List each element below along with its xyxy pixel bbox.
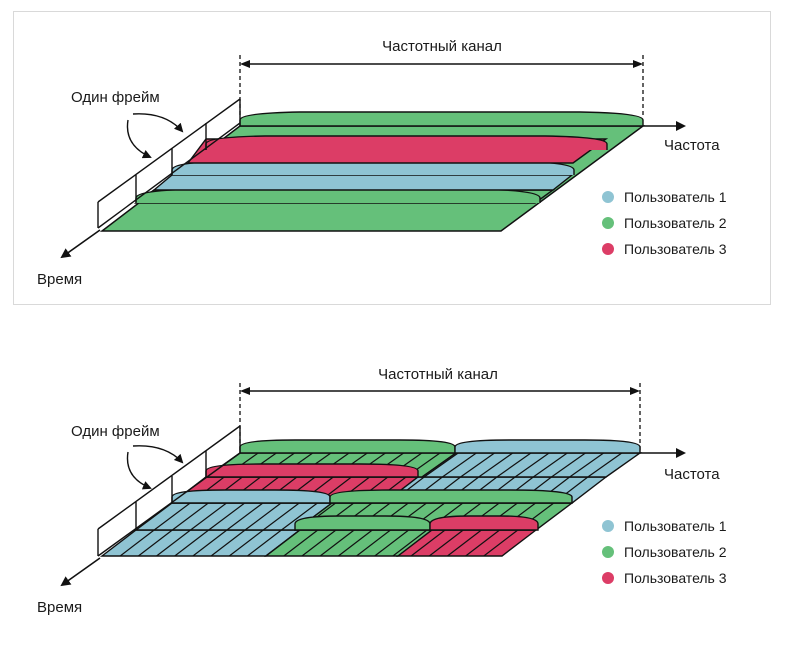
frame-arrow-lower [126,119,152,159]
bottom-diagram: Частотный канал Частота Время Один фрейм [37,366,727,616]
channel-label: Частотный канал [382,38,502,55]
grid-segment [419,452,643,478]
frame-label: Один фрейм [71,423,160,440]
user2-top-strip [239,111,644,126]
grid-hatch-line [244,502,282,531]
legend-user1-dot [602,191,614,203]
grid-hatch-line [265,529,301,557]
grid-hatch-line [281,502,318,531]
time-axis-arrow [60,229,101,259]
bracket-left-arrow-icon [240,387,250,395]
grid-hatch-line [262,502,300,531]
grid-hatch-line [319,529,355,557]
frame-fence [97,98,241,229]
user3-bump [205,463,419,478]
grid-hatch-line [301,529,337,557]
legend-user3-dot [602,572,614,584]
grid-hatch-line [337,529,373,557]
time-axis-arrow [60,557,101,587]
bracket-right-arrow-icon [630,387,640,395]
legend: Пользователь 1 Пользователь 2 Пользовате… [602,189,727,257]
grid-hatch-line [172,502,209,531]
grid-hatch-line [483,529,519,557]
legend-user2-dot [602,217,614,229]
legend-user3-dot [602,243,614,255]
grid-hatch-line [228,529,264,557]
grid-hatch-line [137,529,173,557]
grid-hatch-line [551,452,586,478]
grid-hatch-line [119,529,155,557]
time-axis-label: Время [37,271,82,288]
grid-hatch-line [460,452,495,478]
frame-arrow-upper [132,445,184,464]
user3-strip [186,135,609,164]
grid-hatch-line [465,529,501,557]
user3-bump-front [429,515,539,531]
frame-fence [97,425,241,557]
grid-hatch-line [210,529,246,557]
legend: Пользователь 1 Пользователь 2 Пользовате… [602,518,727,586]
legend-user2-label: Пользователь 2 [624,544,727,560]
user1-bump-mid [171,489,331,504]
grid-hatch-line [423,452,459,478]
grid-hatch-line [153,502,191,531]
grid-hatch-line [190,502,227,531]
grid-hatch-line [192,529,228,557]
grid-hatch-line [156,529,191,557]
grid-hatch-line [442,452,477,478]
user2-bump-back-left [239,439,456,454]
grid-hatch-line [410,529,446,557]
legend-user3-label: Пользователь 3 [624,570,727,586]
channel-label: Частотный канал [378,366,498,383]
grid-hatch-line [174,529,210,557]
bracket-right-arrow-icon [633,60,643,68]
grid-hatch-line [496,452,532,478]
legend-user2-dot [602,546,614,558]
grid-hatch-line [569,452,604,478]
legend-user1-label: Пользователь 1 [624,189,727,205]
grid-hatch-line [532,452,568,478]
grid-hatch-line [428,529,464,557]
frame-arrow-lower [126,451,152,490]
frame-label: Один фрейм [71,89,160,106]
frequency-axis-label: Частота [664,466,720,483]
grid-hatch-line [247,529,282,557]
grid-hatch-line [374,529,410,557]
legend-user1-label: Пользователь 1 [624,518,727,534]
grid-hatch-line [356,529,391,557]
frequency-axis-label: Частота [664,137,720,154]
time-axis-label: Время [37,599,82,616]
legend-user1-dot [602,520,614,532]
legend-user3-label: Пользователь 3 [624,241,727,257]
grid-hatch-line [478,452,514,478]
user1-bump-back-right [454,439,641,454]
user1-strip [152,160,575,191]
grid-hatch-line [392,529,428,557]
top-diagram: Частотный канал [37,38,727,288]
legend-user2-label: Пользователь 2 [624,215,727,231]
user2-strip [133,188,556,204]
user2-bump-front [294,515,431,531]
bracket-left-arrow-icon [240,60,250,68]
grid-hatch-line [208,502,246,531]
frame-arrow-upper [132,113,184,133]
grid-hatch-line [283,529,319,557]
grid-hatch-line [447,529,482,557]
grid-hatch-line [514,452,550,478]
grid-hatch-line [226,502,264,531]
grid-hatch-line [587,452,623,478]
user2-bump-mid [329,489,573,504]
